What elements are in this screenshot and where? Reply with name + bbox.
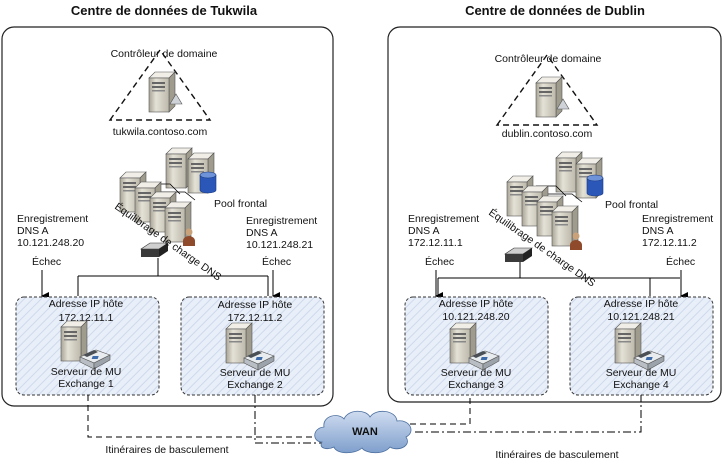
dublin-dc-label: Contrôleur de domaine (495, 53, 602, 65)
svg-text:Adresse IP hôte: Adresse IP hôte (439, 298, 514, 310)
tukwila-front-end-pool (119, 147, 217, 257)
database-icon (586, 174, 604, 197)
svg-text:10.121.248.21: 10.121.248.21 (607, 311, 674, 323)
user-icon (570, 232, 582, 250)
svg-text:10.121.248.20: 10.121.248.20 (442, 311, 509, 323)
svg-text:Adresse IP hôte: Adresse IP hôte (218, 299, 293, 311)
dublin-title: Centre de données de Dublin (465, 3, 645, 18)
tukwila-dns-record-1: Enregistrement DNS A 10.121.248.20 (17, 213, 91, 249)
svg-text:Exchange 3: Exchange 3 (448, 379, 504, 391)
user-icon (183, 228, 195, 246)
server-icon (551, 205, 579, 247)
tukwila-pool-label: Pool frontal (214, 198, 267, 210)
tukwila-datacenter: Centre de données de Tukwila Contrôleur … (1, 3, 334, 407)
cloud-icon: WAN (314, 410, 412, 454)
dublin-host-box-2: Adresse IP hôte 10.121.248.21 Serveur de… (569, 296, 714, 396)
svg-text:Exchange 1: Exchange 1 (58, 378, 114, 390)
dublin-domain: dublin.contoso.com (502, 128, 593, 140)
svg-text:Serveur de MU: Serveur de MU (51, 366, 122, 378)
tukwila-host-box-2: Adresse IP hôte 172.12.11.2 Serveur de M… (180, 296, 325, 396)
svg-text:Adresse IP hôte: Adresse IP hôte (49, 298, 124, 310)
svg-text:Exchange 4: Exchange 4 (613, 379, 669, 391)
tukwila-failure-2: Échec (262, 255, 291, 268)
dublin-host-box-1: Adresse IP hôte 10.121.248.20 Serveur de… (404, 296, 549, 396)
svg-text:Serveur de MU: Serveur de MU (441, 367, 512, 379)
svg-text:Serveur de MU: Serveur de MU (220, 367, 291, 379)
dublin-front-end-pool (504, 151, 604, 262)
dublin-failure-2: Échec (666, 255, 695, 268)
dublin-datacenter: Centre de données de Dublin Contrôleur d… (387, 3, 722, 403)
failover-routes (87, 395, 642, 444)
svg-text:172.12.11.2: 172.12.11.2 (228, 312, 283, 324)
tukwila-dc-label: Contrôleur de domaine (111, 48, 218, 60)
tukwila-host-box-1: Adresse IP hôte 172.12.11.1 Serveur de M… (15, 296, 160, 396)
dublin-pool-label: Pool frontal (605, 199, 658, 211)
dublin-dns-record-1: Enregistrement DNS A 172.12.11.1 (408, 213, 482, 249)
dublin-dns-record-2: Enregistrement DNS A 172.12.11.2 (642, 213, 716, 249)
load-balancer-icon (140, 242, 169, 257)
svg-text:Serveur de MU: Serveur de MU (606, 367, 677, 379)
database-icon (199, 171, 217, 194)
dublin-failover-label: Itinéraires de basculement (495, 449, 618, 460)
load-balancer-icon (504, 247, 533, 262)
tukwila-title: Centre de données de Tukwila (71, 3, 258, 18)
tukwila-failover-label: Itinéraires de basculement (105, 444, 228, 456)
wan-label: WAN (352, 426, 378, 438)
svg-text:Exchange 2: Exchange 2 (227, 379, 283, 391)
tukwila-failure-1: Échec (32, 255, 61, 268)
tukwila-domain: tukwila.contoso.com (113, 126, 208, 138)
svg-text:Adresse IP hôte: Adresse IP hôte (604, 298, 679, 310)
dublin-failure-1: Échec (425, 255, 454, 268)
tukwila-dns-record-2: Enregistrement DNS A 10.121.248.21 (246, 215, 320, 251)
